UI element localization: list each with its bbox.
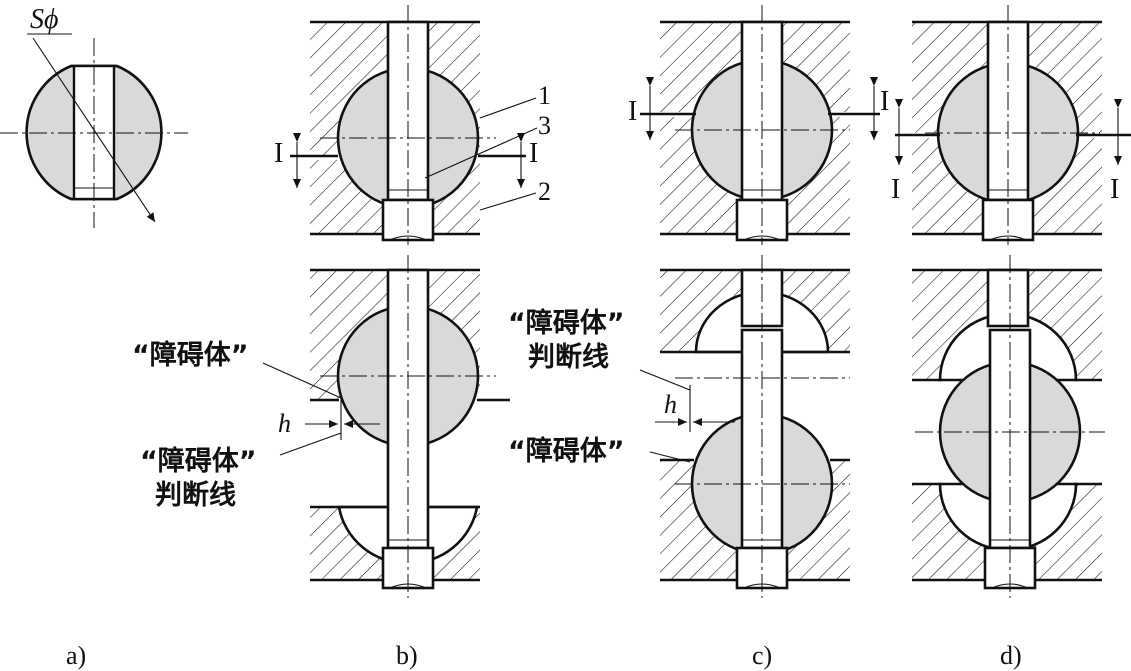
h-label-c: h [664,390,677,419]
obstacle-label-c: “障碍体” [508,435,625,467]
section-label-right: I [1110,174,1119,205]
section-label-right: I [880,86,889,117]
panel-b-bottom: h “障碍体” “障碍体” 判断线 [132,255,510,598]
panel-d-top: I I [891,5,1131,245]
part-2-label: 2 [538,177,551,206]
panel-b-top: I I 1 3 2 [274,5,551,245]
judgment-line-label-c-bottom: 判断线 [528,342,609,373]
section-label-right: I [529,138,538,169]
section-label-left: I [628,96,637,127]
part-1-label: 1 [538,81,551,110]
panel-label-a: a) [66,641,86,670]
diameter-label: Sϕ [30,4,59,35]
panel-label-c: c) [752,641,772,670]
panel-d-bottom [912,255,1105,598]
panel-c-top: I I [628,5,889,245]
h-label-b: h [278,409,291,438]
panel-label-d: d) [1000,641,1022,670]
panel-label-b: b) [396,641,418,670]
section-label-left: I [891,174,900,205]
section-label-left: I [274,138,283,169]
judgment-line-label-b-top: “障碍体” [140,445,257,477]
panel-a: Sϕ [0,4,188,228]
judgment-line-label-c-top: “障碍体” [508,307,625,339]
part-3-label: 3 [538,111,551,140]
obstacle-label-b: “障碍体” [132,339,249,371]
judgment-line-label-b-bottom: 判断线 [155,480,236,511]
panel-c-bottom: h “障碍体” 判断线 “障碍体” [508,255,850,598]
